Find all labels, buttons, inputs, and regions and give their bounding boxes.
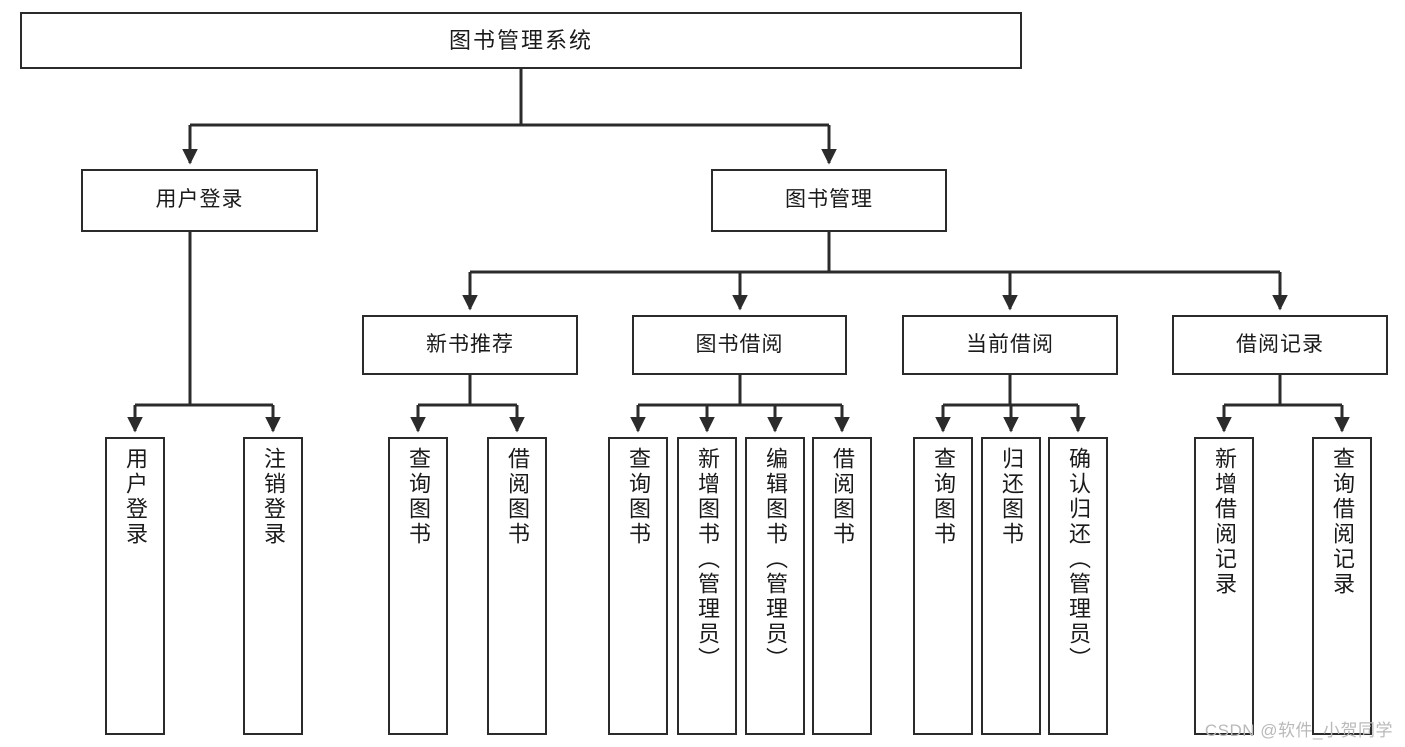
- node-leaf-query-book-2[interactable]: 查询图书: [608, 437, 668, 735]
- node-leaf-borrow-book-2-label: 借阅图书: [830, 447, 855, 547]
- node-leaf-borrow-book-1[interactable]: 借阅图书: [487, 437, 547, 735]
- node-leaf-user-login-label: 用户登录: [123, 447, 148, 547]
- node-book-manage[interactable]: 图书管理: [711, 169, 947, 232]
- node-user-login-label: 用户登录: [155, 188, 244, 212]
- node-user-login[interactable]: 用户登录: [81, 169, 318, 232]
- node-borrow-record-label: 借阅记录: [1236, 332, 1324, 356]
- node-leaf-query-book-3[interactable]: 查询图书: [913, 437, 973, 735]
- node-leaf-add-book[interactable]: 新增图书（管理员）: [677, 437, 737, 735]
- node-leaf-logout-label: 注销登录: [261, 447, 286, 547]
- node-book-borrow[interactable]: 图书借阅: [632, 315, 847, 375]
- node-borrow-record[interactable]: 借阅记录: [1172, 315, 1388, 375]
- node-leaf-query-book-3-label: 查询图书: [931, 447, 956, 547]
- node-leaf-query-book-2-label: 查询图书: [626, 447, 651, 547]
- node-book-manage-label: 图书管理: [785, 188, 873, 212]
- node-new-book-recommend-label: 新书推荐: [426, 332, 514, 356]
- node-leaf-borrow-book-1-label: 借阅图书: [505, 447, 530, 547]
- node-leaf-add-record[interactable]: 新增借阅记录: [1194, 437, 1254, 735]
- node-new-book-recommend[interactable]: 新书推荐: [362, 315, 578, 375]
- node-leaf-return-book-label: 归还图书: [999, 447, 1024, 547]
- node-leaf-logout[interactable]: 注销登录: [243, 437, 303, 735]
- node-root[interactable]: 图书管理系统: [20, 12, 1022, 69]
- node-leaf-add-record-label: 新增借阅记录: [1212, 447, 1237, 597]
- node-leaf-return-book[interactable]: 归还图书: [981, 437, 1041, 735]
- node-leaf-query-record[interactable]: 查询借阅记录: [1312, 437, 1372, 735]
- node-book-borrow-label: 图书借阅: [695, 332, 784, 356]
- node-leaf-confirm-return[interactable]: 确认归还（管理员）: [1048, 437, 1108, 735]
- node-leaf-user-login[interactable]: 用户登录: [105, 437, 165, 735]
- watermark: CSDN @软件_小贺同学: [1204, 721, 1393, 740]
- node-leaf-add-book-label: 新增图书（管理员）: [695, 447, 720, 672]
- node-leaf-edit-book-label: 编辑图书（管理员）: [763, 447, 788, 672]
- node-current-borrow-label: 当前借阅: [966, 332, 1054, 356]
- node-leaf-query-record-label: 查询借阅记录: [1330, 447, 1355, 597]
- node-current-borrow[interactable]: 当前借阅: [902, 315, 1118, 375]
- node-leaf-query-book-1-label: 查询图书: [406, 447, 431, 547]
- node-leaf-borrow-book-2[interactable]: 借阅图书: [812, 437, 872, 735]
- node-leaf-confirm-return-label: 确认归还（管理员）: [1066, 447, 1091, 672]
- node-root-label: 图书管理系统: [448, 27, 593, 53]
- node-leaf-edit-book[interactable]: 编辑图书（管理员）: [745, 437, 805, 735]
- node-leaf-query-book-1[interactable]: 查询图书: [388, 437, 448, 735]
